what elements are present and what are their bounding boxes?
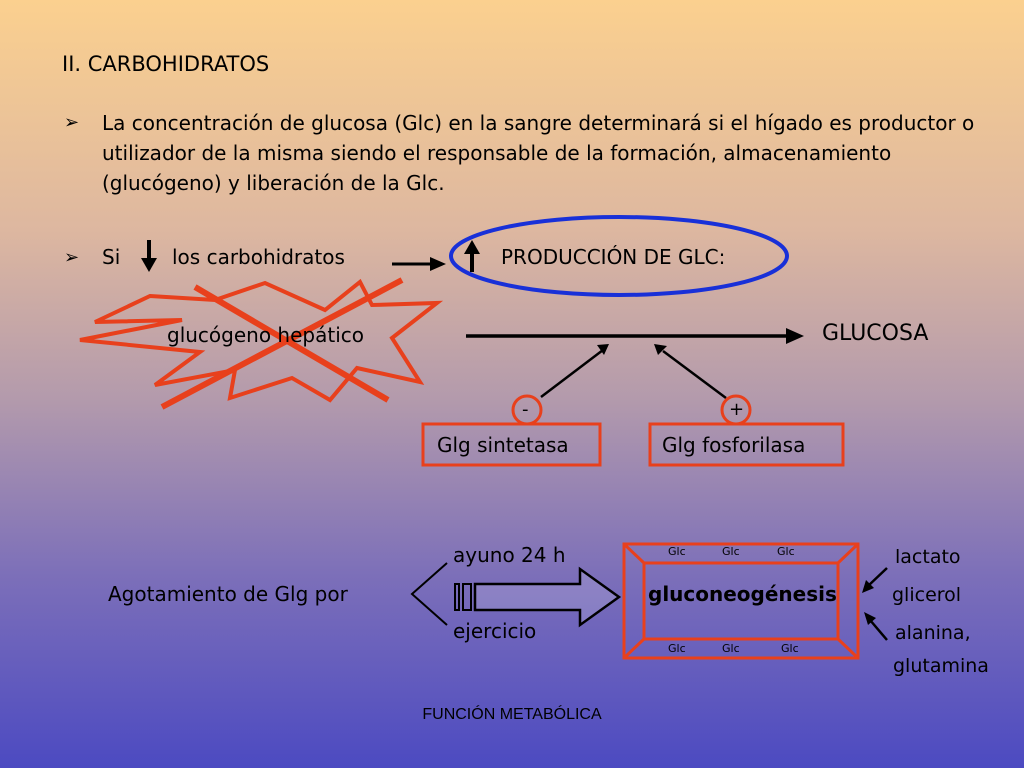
substrate-lactate: lactato [895,546,961,568]
slide-footer: FUNCIÓN METABÓLICA [422,706,602,723]
bullet-2-subject: los carbohidratos [172,245,345,269]
explosion-shape [79,278,444,403]
pathway-source: glucógeno hepático [167,323,364,347]
inhibition-arrow [540,344,609,398]
process-label: gluconeogénesis [648,582,837,606]
substrate-glutamine: glutamina [893,655,989,677]
plus-sign: + [729,399,745,420]
highlight-ellipse [449,215,789,297]
block-arrow-icon [454,566,622,628]
brace-icon [410,562,448,626]
enzyme-1-label: Glg sintetasa [437,433,569,457]
glc-top-2: Glc [722,545,740,558]
enzyme-2-label: Glg fosforilasa [662,433,806,457]
substrate-arrow-2 [864,612,888,641]
bullet-1: ➢ La concentración de glucosa (Glc) en l… [64,108,994,198]
glc-bottom-1: Glc [668,642,686,655]
substrate-arrow-1 [862,567,888,593]
cross-line-2 [160,277,404,410]
pathway-arrow [466,328,804,344]
minus-sign: - [522,399,529,420]
glc-top-3: Glc [777,545,795,558]
bullet-2-result: PRODUCCIÓN DE GLC: [501,245,726,269]
arrow-down-icon [141,240,157,272]
depletion-label: Agotamiento de Glg por [108,582,348,606]
glc-bottom-2: Glc [722,642,740,655]
slide-heading: II. CARBOHIDRATOS [62,52,270,76]
bullet-arrow-icon: ➢ [64,247,80,268]
pathway-product: GLUCOSA [822,321,929,346]
bullet-1-text: La concentración de glucosa (Glc) en la … [102,111,975,195]
activation-arrow [654,344,727,400]
enzyme-box-1 [421,422,602,467]
glc-top-1: Glc [668,545,686,558]
cause-exercise: ejercicio [453,619,537,643]
substrate-alanine: alanina, [895,622,971,644]
arrow-right-icon [392,257,446,271]
cause-fasting: ayuno 24 h [453,543,566,567]
substrate-glycerol: glicerol [892,584,962,606]
arrow-up-icon [464,240,480,272]
glc-bottom-3: Glc [781,642,799,655]
bullet-2-prefix: Si [102,245,121,269]
bullet-arrow-icon: ➢ [64,112,80,133]
cross-line-1 [193,284,390,403]
gluconeogenesis-frame [622,542,860,660]
enzyme-box-2 [648,422,845,467]
